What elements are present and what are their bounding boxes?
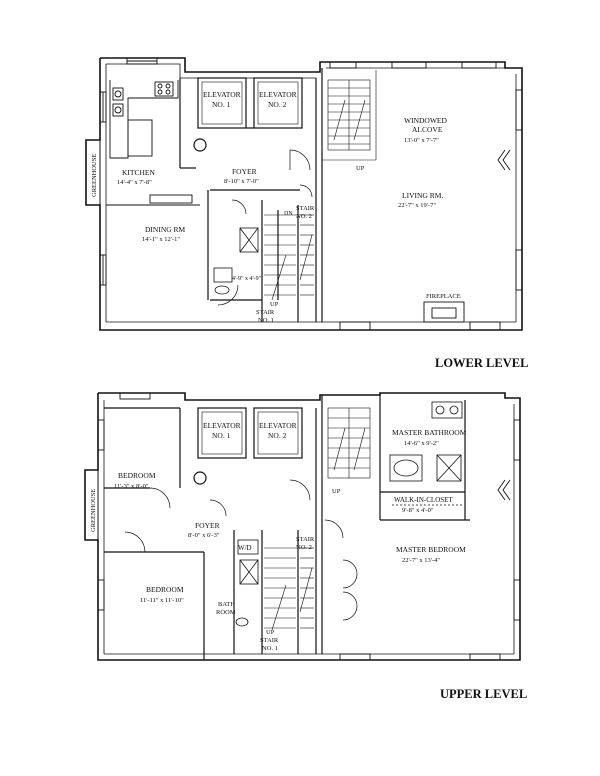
lower-elevator1-label: ELEVATOR [203, 90, 241, 99]
upper-stair2-number: NO. 2 [296, 544, 312, 551]
upper-bedroom-b-dimension: 11'-11" x 11'-10" [140, 597, 184, 604]
upper-bedroom-a-label: BEDROOM [118, 471, 156, 480]
lower-alcove-label-2: ALCOVE [412, 125, 443, 134]
lower-elevator2-label: ELEVATOR [259, 90, 297, 99]
upper-fixtures [235, 401, 463, 627]
lower-fireplace-label: FIREPLACE [426, 293, 461, 300]
upper-doors [124, 479, 358, 621]
upper-up-stair1-label: UP [266, 629, 275, 636]
upper-interior-walls [104, 395, 470, 660]
upper-windows [97, 392, 521, 661]
upper-bath-label: BATH [218, 601, 235, 608]
lower-dining-label: DINING RM [145, 225, 186, 234]
upper-foyer-label: FOYER [195, 521, 220, 530]
lower-dn-label: DN [284, 211, 293, 217]
lower-main-stair [322, 70, 377, 161]
upper-stair1-number: NO. 1 [262, 645, 278, 652]
upper-level-plan [84, 392, 521, 661]
lower-up-main-label: UP [356, 165, 365, 172]
upper-master-bed-label: MASTER BEDROOM [396, 545, 466, 554]
upper-bedroom-b-label: BEDROOM [146, 585, 184, 594]
lower-windows [99, 57, 523, 331]
lower-level-title: LOWER LEVEL [435, 356, 528, 370]
lower-stair2-number: NO. 2 [296, 213, 312, 220]
upper-foyer-dimension: 8'-0" x 6'-3" [188, 532, 220, 539]
upper-level-title: UPPER LEVEL [440, 687, 527, 701]
lower-greenhouse-box [85, 139, 101, 206]
upper-elevator1-number: NO. 1 [212, 431, 231, 440]
lower-elevators [179, 77, 303, 169]
upper-wic-dimension: 9'-8" x 4'-0" [402, 507, 434, 514]
lower-shafts [213, 227, 259, 295]
lower-kitchen-label: KITCHEN [122, 168, 155, 177]
lower-up-stair1-label: UP [270, 301, 279, 308]
upper-bedroom-a-dimension: 11'-3" x 8'-0" [114, 483, 149, 490]
lower-level-labels: GREENHOUSE KITCHEN 14'-4" x 7'-8" ELEVAT… [91, 90, 461, 324]
upper-elevator1-label: ELEVATOR [203, 421, 241, 430]
lower-interior-walls [207, 68, 323, 322]
lower-foyer-dimension: 8'-10" x 7'-0" [224, 178, 259, 185]
lower-dining-dimension: 14'-1" x 12'-1" [142, 236, 180, 243]
upper-elevator2-label: ELEVATOR [259, 421, 297, 430]
upper-master-bath-dimension: 14'-6" x 9'-2" [404, 440, 439, 447]
upper-wic-label: WALK-IN-CLOSET [394, 496, 453, 504]
lower-foyer-label: FOYER [232, 167, 257, 176]
upper-bath-label-2: ROOM [216, 609, 236, 616]
lower-alcove-label: WINDOWED [404, 116, 447, 125]
lower-stair2-treads [264, 214, 314, 301]
lower-stair1-number: NO. 1 [258, 317, 274, 324]
lower-stair1-label: STAIR [256, 309, 275, 316]
upper-wd-label: W/D [238, 544, 252, 552]
lower-elevator2-number: NO. 2 [268, 100, 287, 109]
upper-stair2-label: STAIR [296, 536, 315, 543]
upper-stair1-label: STAIR [260, 637, 279, 644]
lower-elevator1-number: NO. 1 [212, 100, 231, 109]
upper-elevator2-number: NO. 2 [268, 431, 287, 440]
lower-doors [217, 149, 313, 306]
upper-level-labels: GREENHOUSE ELEVATOR NO. 1 ELEVATOR NO. 2… [90, 421, 467, 652]
upper-master-bath-label: MASTER BATHROOM [392, 428, 467, 437]
lower-stair2-label: STAIR [296, 205, 315, 212]
upper-elevators [193, 407, 303, 485]
upper-up-main-label: UP [332, 488, 341, 495]
lower-kitchen-counters [106, 80, 200, 206]
lower-level-plan [85, 57, 523, 331]
upper-greenhouse-label: GREENHOUSE [90, 489, 97, 532]
upper-greenhouse-box [84, 469, 99, 541]
lower-kitchen-dimension: 14'-4" x 7'-8" [117, 179, 152, 186]
lower-fireplace [423, 301, 465, 323]
lower-powder-dimension: 4'-9" x 4'-9" [232, 276, 262, 282]
upper-stairs [264, 407, 371, 631]
lower-alcove-dimension: 13'-0" x 7'-7" [404, 137, 439, 144]
lower-living-label: LIVING RM. [402, 191, 443, 200]
lower-greenhouse-label: GREENHOUSE [91, 154, 98, 197]
lower-living-dimension: 22'-7" x 19'-7" [398, 202, 436, 209]
upper-master-bed-dimension: 22'-7" x 13'-4" [402, 557, 440, 564]
